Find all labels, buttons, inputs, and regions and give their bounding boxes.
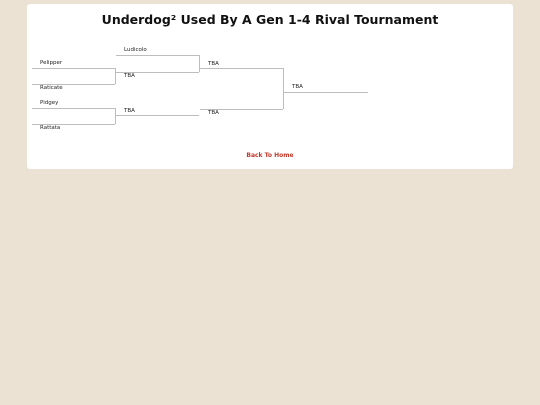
bracket-line — [32, 68, 115, 69]
bracket-line — [200, 109, 283, 110]
entrant-pidgey: Pidgey — [40, 100, 59, 106]
entrant-tba: TBA — [124, 73, 135, 79]
bracket-connector — [199, 55, 200, 72]
entrant-raticate: Raticate — [40, 85, 63, 91]
bracket-line — [116, 55, 199, 56]
bracket-line — [32, 108, 115, 109]
entrant-tba: TBA — [208, 61, 219, 67]
back-to-home-link[interactable]: Back To Home — [246, 152, 294, 159]
bracket-connector — [283, 68, 284, 109]
bracket-line — [32, 84, 115, 85]
bracket-connector — [115, 68, 116, 84]
entrant-tba: TBA — [124, 108, 135, 114]
bracket-line — [32, 124, 115, 125]
bracket-line — [284, 92, 368, 93]
bracket-line — [116, 72, 199, 73]
bracket-line — [200, 68, 283, 69]
winner-tba: TBA — [292, 84, 303, 90]
bracket-connector — [115, 108, 116, 124]
entrant-pelipper: Pelipper — [40, 60, 63, 66]
entrant-ludicolo: Ludicolo — [124, 47, 147, 53]
bracket-line — [116, 115, 199, 116]
tournament-panel: Underdog² Used By A Gen 1-4 Rival Tourna… — [27, 4, 513, 169]
entrant-rattata: Rattata — [40, 125, 61, 131]
page-title: Underdog² Used By A Gen 1-4 Rival Tourna… — [101, 12, 439, 27]
entrant-tba: TBA — [208, 110, 219, 116]
